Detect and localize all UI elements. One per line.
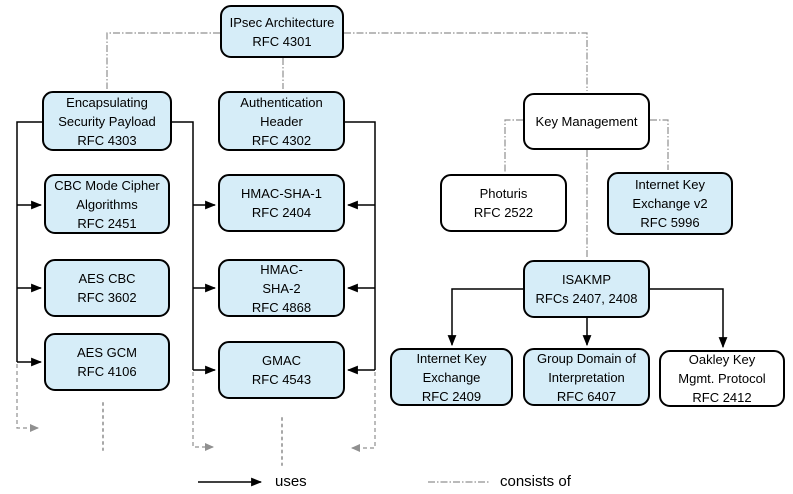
edge-esp-left-bus <box>16 121 42 362</box>
node-gmac: GMAC RFC 4543 <box>218 341 345 399</box>
node-authentication-header-label: Authentication Header RFC 4302 <box>240 94 323 148</box>
node-aes-cbc: AES CBC RFC 3602 <box>44 259 170 317</box>
edge-ah-right-bus <box>345 121 376 370</box>
node-cbc-mode-cipher: CBC Mode Cipher Algorithms RFC 2451 <box>44 174 170 234</box>
node-hmac-sha2: HMAC- SHA-2 RFC 4868 <box>218 259 345 317</box>
node-internet-key-exchange-label: Internet Key Exchange RFC 2409 <box>416 350 487 404</box>
legend-uses-label: uses <box>275 473 307 490</box>
node-hmac-sha2-label: HMAC- SHA-2 RFC 4868 <box>251 261 312 315</box>
edge-km-ikev2 <box>650 119 669 170</box>
edge-continuation-left <box>16 364 39 432</box>
node-gdoi: Group Domain of Interpretation RFC 6407 <box>523 348 650 406</box>
node-key-management-label: Key Management <box>535 114 638 129</box>
node-aes-cbc-label: AES CBC RFC 3602 <box>77 271 137 305</box>
node-oakley: Oakley Key Mgmt. Protocol RFC 2412 <box>659 350 785 407</box>
node-gmac-label: GMAC RFC 4543 <box>251 353 312 387</box>
node-ike-v2: Internet Key Exchange v2 RFC 5996 <box>607 172 733 235</box>
edge-continuation-mid-right <box>351 372 376 452</box>
node-isakmp-label: ISAKMP RFCs 2407, 2408 <box>535 272 638 306</box>
edge-isakmp-ike <box>447 288 523 347</box>
node-oakley-label: Oakley Key Mgmt. Protocol RFC 2412 <box>678 352 766 405</box>
node-ipsec-architecture: IPsec Architecture RFC 4301 <box>220 5 344 58</box>
node-cbc-mode-cipher-label: CBC Mode Cipher Algorithms RFC 2451 <box>54 177 160 231</box>
node-isakmp: ISAKMP RFCs 2407, 2408 <box>523 260 650 318</box>
node-aes-gcm: AES GCM RFC 4106 <box>44 333 170 391</box>
edge-esp-right-bus <box>172 121 194 370</box>
node-key-management: Key Management <box>523 93 650 150</box>
edge-continuation-mid-left <box>192 372 214 451</box>
node-ike-v2-label: Internet Key Exchange v2 RFC 5996 <box>632 177 708 230</box>
legend-consists-of-label: consists of <box>500 473 571 490</box>
node-gdoi-label: Group Domain of Interpretation RFC 6407 <box>537 350 636 404</box>
edge-ipsec-km <box>344 32 588 91</box>
edge-isakmp-oakley <box>650 288 728 349</box>
node-ipsec-architecture-label: IPsec Architecture RFC 4301 <box>229 14 335 49</box>
node-internet-key-exchange: Internet Key Exchange RFC 2409 <box>390 348 513 406</box>
edge-km-photuris <box>504 119 523 172</box>
node-esp: Encapsulating Security Payload RFC 4303 <box>42 91 172 151</box>
node-hmac-sha1-label: HMAC-SHA-1 RFC 2404 <box>241 186 322 220</box>
node-esp-label: Encapsulating Security Payload RFC 4303 <box>58 94 156 148</box>
edge-ipsec-esp <box>106 32 220 89</box>
node-photuris: Photuris RFC 2522 <box>440 174 567 232</box>
node-photuris-label: Photuris RFC 2522 <box>473 186 534 220</box>
node-authentication-header: Authentication Header RFC 4302 <box>218 91 345 151</box>
node-aes-gcm-label: AES GCM RFC 4106 <box>77 345 137 379</box>
node-hmac-sha1: HMAC-SHA-1 RFC 2404 <box>218 174 345 232</box>
